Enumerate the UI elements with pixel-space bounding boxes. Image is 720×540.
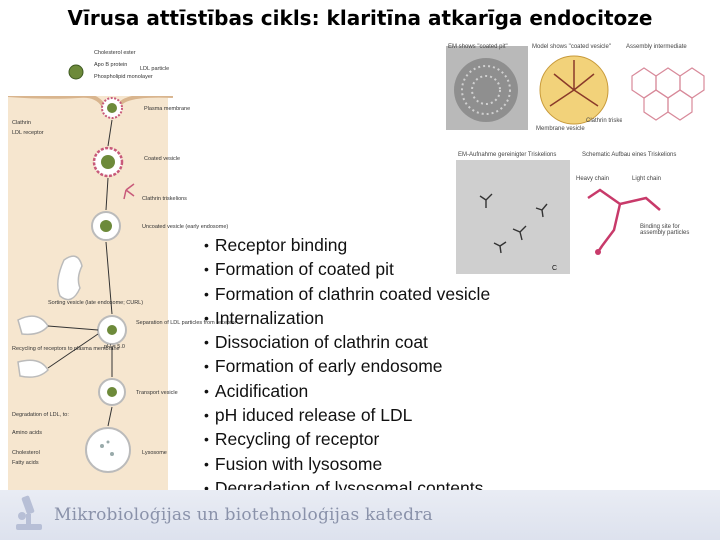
- bullet-item: Dissociation of clathrin coat: [204, 331, 544, 355]
- schematic-triskelion-image: [580, 160, 700, 274]
- em-coated-pit-image: [446, 46, 528, 130]
- bullet-item: Formation of coated pit: [204, 258, 544, 282]
- bullet-item: Formation of clathrin coated vesicle: [204, 283, 544, 307]
- label-ldl-particle: LDL particle: [140, 66, 170, 72]
- caption-light-chain: Light chain: [632, 176, 662, 182]
- bullet-item: Recycling of receptor: [204, 428, 544, 452]
- pathway-arrows: [105, 119, 113, 427]
- recycling-vesicle: [17, 315, 49, 336]
- em-coated-pit-texture: [454, 58, 518, 122]
- title-bar: Vīrusa attīstības cikls: klaritīna atkar…: [0, 0, 720, 45]
- bullet-item: Fusion with lysosome: [204, 453, 544, 477]
- label-separation: Separation of LDL particles from recepto…: [136, 320, 237, 326]
- caption-clathrin-triskelion: Clathrin triskelion: [586, 118, 633, 124]
- label-apo-protein: Apo B protein: [94, 62, 128, 68]
- assembly-intermediate-image: [622, 46, 718, 130]
- label-clathrin-triskelions: Clathrin triskelions: [142, 196, 187, 202]
- lysosome: [85, 427, 131, 473]
- label-cholesterol-out: Cholesterol: [12, 450, 40, 456]
- caption-heavy-chain: Heavy chain: [576, 176, 610, 182]
- bullet-item: Acidification: [204, 380, 544, 404]
- caption-em-triskelions: EM-Aufnahme gereinigter Triskelions: [458, 152, 557, 158]
- caption-assembly-intermediate: Assembly intermediate: [626, 44, 687, 50]
- footer-text: Mikrobioloģijas un biotehnoloģijas kated…: [54, 505, 433, 525]
- sorting-vesicle: [57, 255, 83, 301]
- label-ldl-receptor: LDL receptor: [12, 130, 44, 136]
- microscope-icon-svg: [16, 495, 42, 530]
- label-lysosome: Lysosome: [142, 450, 167, 456]
- bullet-item: Formation of early endosome: [204, 355, 544, 379]
- endocytosis-diagram: [7, 50, 192, 490]
- bullet-item: pH iduced release of LDL: [204, 404, 544, 428]
- caption-membrane-vesicle: Membrane vesicle: [536, 126, 585, 132]
- label-uncoated-vesicle: Uncoated vesicle (early endosome): [142, 224, 229, 230]
- label-fatty-acids: Fatty acids: [12, 460, 39, 466]
- label-coated-vesicle: Coated vesicle: [144, 156, 181, 162]
- schematic-triskelion-drawing: [587, 188, 661, 255]
- endocytosis-figure: Cholesterol ester Apo B protein LDL part…: [7, 50, 236, 490]
- model-coated-vesicle-image: [532, 46, 618, 130]
- bullet-item: Internalization: [204, 307, 544, 331]
- model-coated-vesicle-drawing: [539, 55, 609, 125]
- label-amino-acids: Amino acids: [12, 430, 42, 436]
- label-plasma-membrane: Plasma membrane: [144, 106, 191, 112]
- caption-binding-site: Binding site for assembly particles: [640, 224, 690, 236]
- cytoplasm: [8, 95, 168, 490]
- slide-title: Vīrusa attīstības cikls: klaritīna atkar…: [67, 6, 653, 30]
- microscope-icon: [10, 494, 46, 539]
- assembly-intermediate-drawing: [631, 67, 705, 121]
- bullet-list: Receptor binding Formation of coated pit…: [204, 234, 544, 501]
- label-degradation: Degradation of LDL, to:: [12, 412, 69, 418]
- caption-model-coated-vesicle: Model shows "coated vesicle": [532, 44, 611, 50]
- ldl-particle-legend: [68, 64, 84, 80]
- label-cholesterol: Cholesterol ester: [94, 50, 136, 56]
- label-sorting-vesicle: Sorting vesicle (late endosome; CURL): [48, 300, 144, 306]
- label-recycling: Recycling of receptors to plasma membran…: [12, 346, 120, 352]
- footer-bar: Mikrobioloģijas un biotehnoloģijas kated…: [0, 490, 720, 540]
- label-ph: pH = 5.0: [104, 344, 125, 350]
- clathrin-triskelions: [123, 183, 135, 200]
- label-phospholipid: Phospholipid monolayer: [94, 74, 153, 80]
- svg-text:C: C: [552, 265, 557, 272]
- caption-schematic-triskelion: Schematic Aufbau eines Triskelions: [582, 152, 677, 158]
- bullet-item: Receptor binding: [204, 234, 544, 258]
- caption-em-coated-pit: EM shows "coated pit": [448, 44, 508, 50]
- label-transport-vesicle: Transport vesicle: [136, 390, 178, 396]
- label-clathrin: Clathrin: [12, 120, 31, 126]
